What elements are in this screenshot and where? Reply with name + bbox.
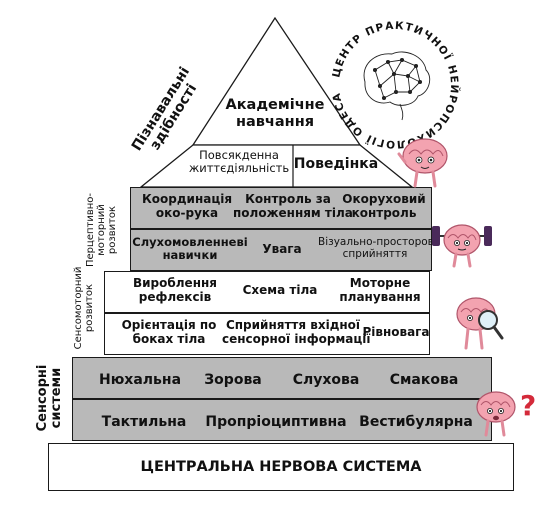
sensory-tactile: Тактильна xyxy=(101,414,187,430)
sm-cell-body-sides: Орієнтація по боках тіла xyxy=(114,318,224,347)
side-sensory-l2: системи xyxy=(49,367,65,429)
perceptual-motor-row-1 xyxy=(130,187,432,229)
brain-weightlifting-icon xyxy=(432,224,492,268)
pm-r1c1-l2: око-рука xyxy=(155,205,219,220)
svg-text:ЦЕНТР ПРАКТИЧНОЇ НЕЙРОПСИХОЛОГ: ЦЕНТР ПРАКТИЧНОЇ НЕЙРОПСИХОЛОГІЇ ОДЕСА xyxy=(330,20,461,150)
sensory-vestibular: Вестибулярна xyxy=(359,414,473,430)
side-label-sensorimotor: Сенсомоторний розвиток xyxy=(73,258,99,358)
sm-r1c1-l1: Вироблення xyxy=(133,276,217,290)
side-sensorimotor-l2: розвиток xyxy=(84,283,95,333)
sensorimotor-row-1 xyxy=(104,271,430,313)
pm-r1c1-l1: Координація xyxy=(141,192,233,206)
question-mark: ? xyxy=(520,389,536,422)
sm-cell-body-scheme: Схема тіла xyxy=(235,283,325,298)
cns-base xyxy=(48,443,514,491)
sm-r2c2-l2: сенсорної інформації xyxy=(222,331,371,346)
side-label-sensory: Сенсорні системи xyxy=(35,358,72,438)
pm-cell-oculomotor: Окоруховий контроль xyxy=(338,192,430,221)
sm-r1c3-l2: планування xyxy=(339,289,421,304)
pm-r2c1-l1: Слухомовленневі xyxy=(132,235,248,249)
pm-r2c3-l2: сприйняття xyxy=(342,248,408,261)
pm-cell-speech-hearing: Слухомовленневі навички xyxy=(132,235,248,263)
apex-line-1: Академічне xyxy=(225,97,325,113)
perceptual-motor-row-2 xyxy=(130,229,432,271)
pm-r2c3-l1: Візуально-просторове xyxy=(318,236,441,248)
sm-cell-reflexes: Вироблення рефлексів xyxy=(130,276,220,305)
brain-network-icon xyxy=(363,51,431,121)
daily-life-label: Повсякденна життєдіяльність xyxy=(187,148,291,176)
apex-line-2: навчання xyxy=(235,113,315,130)
sm-r2c1-l2: боках тіла xyxy=(132,331,206,346)
pm-r2c1-l2: навички xyxy=(162,248,218,263)
pm-cell-attention: Увага xyxy=(257,242,307,257)
side-sensory-l1: Сенсорні xyxy=(35,364,50,432)
pm-r1c2-l2: положенням тіла xyxy=(233,205,353,220)
sm-r1c2-l1: Схема тіла xyxy=(242,283,318,297)
sm-r1c1-l2: рефлексів xyxy=(138,289,212,304)
sm-cell-motor-planning: Моторне планування xyxy=(335,276,425,305)
brain-magnifier-icon xyxy=(456,297,504,350)
pm-r1c3-l1: Окоруховий xyxy=(342,192,426,206)
sensory-proprioceptive: Пропріоциптивна xyxy=(205,414,347,430)
behavior-label: Поведінка xyxy=(293,156,379,172)
daily-line-2: життєдіяльність xyxy=(188,161,290,176)
sensory-auditory: Слухова xyxy=(292,372,360,388)
pm-cell-visual-spatial: Візуально-просторове сприйняття xyxy=(318,236,441,261)
brain-thinking-icon xyxy=(397,138,448,188)
sm-r2c2-l1: Сприйняття вхідної xyxy=(225,318,361,332)
logo-circular-text: ЦЕНТР ПРАКТИЧНОЇ НЕЙРОПСИХОЛОГІЇ ОДЕСА xyxy=(330,20,460,150)
sensory-visual: Зорова xyxy=(204,372,262,388)
pm-r1c3-l2: контроль xyxy=(351,205,417,220)
sensory-olfactory: Нюхальна xyxy=(98,372,182,388)
sm-cell-balance: Рівновага xyxy=(360,325,432,340)
brain-question-icon: ? xyxy=(476,389,536,437)
side-sensorimotor-l1: Сенсомоторний xyxy=(73,266,84,350)
cns-label: ЦЕНТРАЛЬНА НЕРВОВА СИСТЕМА xyxy=(140,459,422,475)
pm-cell-hand-eye: Координація око-рука xyxy=(137,192,237,221)
daily-line-1: Повсякденна xyxy=(199,148,279,162)
sensory-row-2 xyxy=(72,399,492,441)
pm-cell-body-position: Контроль за положенням тіла xyxy=(233,192,353,221)
pm-r1c2-l1: Контроль за xyxy=(245,192,331,206)
sm-r2c1-l1: Орієнтація по xyxy=(121,318,217,332)
sm-r1c3-l1: Моторне xyxy=(349,276,411,290)
sensorimotor-row-2 xyxy=(104,313,430,355)
pm-r2c2-l1: Увага xyxy=(262,242,302,256)
logo: ЦЕНТР ПРАКТИЧНОЇ НЕЙРОПСИХОЛОГІЇ ОДЕСА xyxy=(330,20,461,150)
apex-label: Академічне навчання xyxy=(215,97,335,130)
sensory-row-1 xyxy=(72,357,492,399)
sensory-gustatory: Смакова xyxy=(389,372,459,388)
sm-cell-sensory-input: Сприйняття вхідної сенсорної інформації xyxy=(222,318,371,347)
side-perceptual-l3: розвиток xyxy=(107,205,118,255)
sm-r2c3-l1: Рівновага xyxy=(362,325,430,339)
